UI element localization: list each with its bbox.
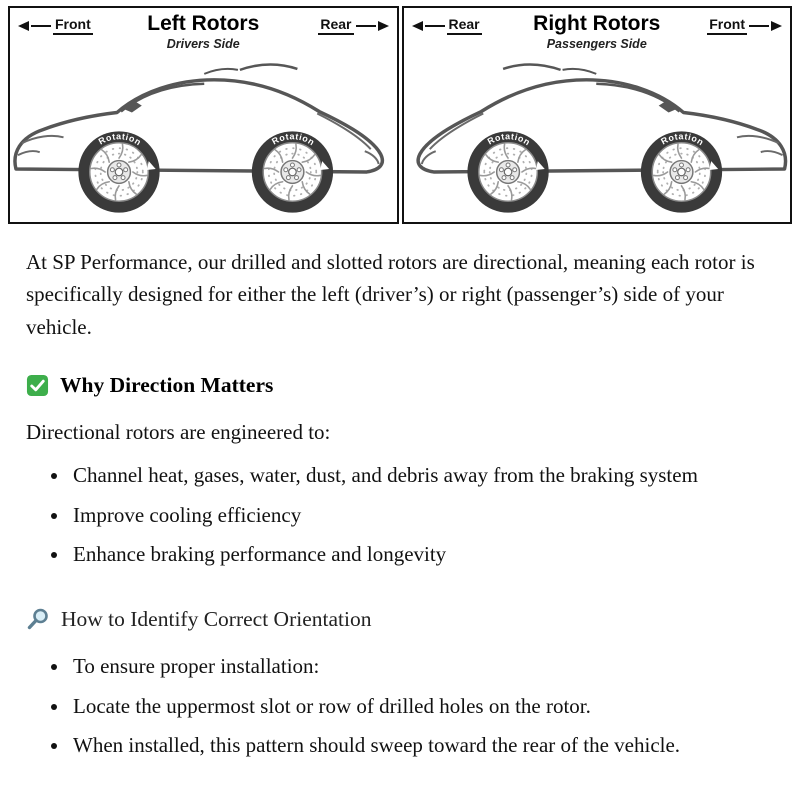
arrow-tail bbox=[749, 24, 769, 28]
heading-text: How to Identify Correct Orientation bbox=[61, 606, 372, 631]
rotation-arrow-icon bbox=[320, 161, 330, 170]
front-direction-arrow: Front bbox=[707, 17, 782, 35]
list-item: Improve cooling efficiency bbox=[70, 499, 774, 532]
right-panel-header: Rear Right Rotors Passengers Side Front bbox=[404, 8, 791, 58]
list-item: Channel heat, gases, water, dust, and de… bbox=[70, 459, 774, 492]
arrow-right-icon bbox=[771, 20, 782, 31]
check-icon bbox=[26, 374, 49, 397]
arrow-left-icon bbox=[18, 20, 29, 31]
magnifier-icon bbox=[26, 607, 50, 631]
arrow-tail bbox=[424, 24, 445, 28]
right-rotors-panel: Rear Right Rotors Passengers Side Front … bbox=[401, 6, 792, 224]
list-item: Locate the uppermost slot or row of dril… bbox=[70, 690, 774, 723]
front-direction-arrow: Front bbox=[18, 17, 93, 35]
how-to-identify-heading: How to Identify Correct Orientation bbox=[26, 603, 774, 636]
rotation-arrow-icon bbox=[146, 161, 156, 170]
panel-title: Left Rotors bbox=[147, 12, 260, 35]
list-item: To ensure proper installation: bbox=[70, 650, 774, 683]
arrow-left-icon bbox=[411, 20, 423, 31]
list-item: When installed, this pattern should swee… bbox=[70, 729, 774, 762]
orientation-steps-list: To ensure proper installation: Locate th… bbox=[26, 650, 774, 762]
rotation-arrow-icon bbox=[535, 161, 545, 170]
intro-paragraph: At SP Performance, our drilled and slott… bbox=[26, 249, 755, 339]
arrow-tail bbox=[31, 24, 51, 28]
rear-direction-arrow: Rear bbox=[411, 17, 482, 35]
rotation-arrow-icon bbox=[708, 161, 718, 170]
heading-text: Why Direction Matters bbox=[60, 373, 274, 398]
panel-title: Right Rotors bbox=[533, 12, 661, 35]
engineered-to-lead: Directional rotors are engineered to: bbox=[26, 420, 331, 445]
direction-label: Rear bbox=[446, 17, 482, 35]
direction-label: Front bbox=[53, 17, 93, 35]
car-illustration-left: Rotation Rotation bbox=[10, 58, 397, 222]
car-illustration-right: Rotation Rotation bbox=[404, 58, 791, 222]
direction-benefits-list: Channel heat, gases, water, dust, and de… bbox=[26, 459, 774, 571]
list-item: Enhance braking performance and longevit… bbox=[70, 538, 774, 571]
rotor-direction-diagram: Front Left Rotors Drivers Side Rear Rota… bbox=[8, 6, 792, 224]
direction-label: Front bbox=[707, 17, 747, 35]
article-content: At SP Performance, our drilled and slott… bbox=[0, 224, 800, 793]
left-rotors-panel: Front Left Rotors Drivers Side Rear Rota… bbox=[8, 6, 399, 224]
panel-subtitle: Drivers Side bbox=[166, 37, 240, 51]
direction-label: Rear bbox=[318, 17, 354, 35]
why-direction-matters-heading: Why Direction Matters bbox=[26, 369, 774, 402]
arrow-right-icon bbox=[377, 20, 389, 31]
arrow-tail bbox=[355, 24, 376, 28]
rear-direction-arrow: Rear bbox=[318, 17, 389, 35]
right-panel-titles: Right Rotors Passengers Side bbox=[533, 12, 660, 51]
left-panel-header: Front Left Rotors Drivers Side Rear bbox=[10, 8, 397, 58]
left-panel-titles: Left Rotors Drivers Side bbox=[147, 12, 259, 51]
panel-subtitle: Passengers Side bbox=[546, 37, 647, 51]
